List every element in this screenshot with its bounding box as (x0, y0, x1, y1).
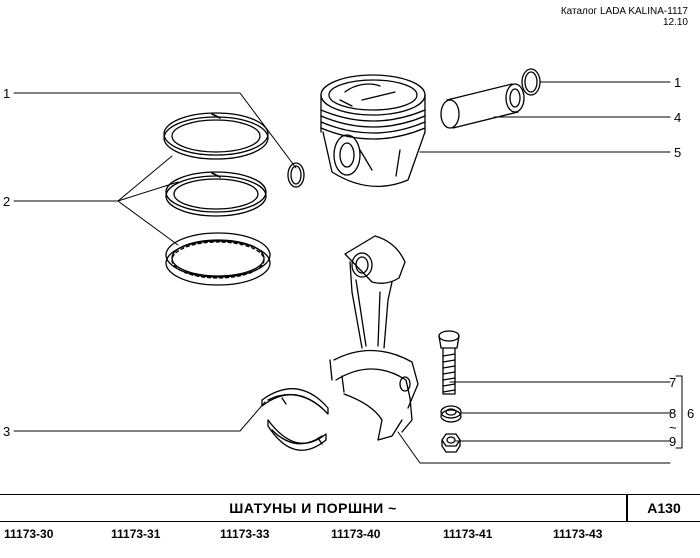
callout-1-right: 1 (674, 75, 681, 90)
title-bar: ШАТУНЫ И ПОРШНИ ~ А130 (0, 494, 700, 522)
piston-ring-top (163, 112, 269, 160)
model-code-row: 11173-30 11173-31 11173-33 11173-40 1117… (0, 527, 700, 547)
callout-8: 8 (669, 406, 676, 421)
callout-4: 4 (674, 110, 681, 125)
oil-control-ring (165, 232, 271, 286)
catalog-date: 12.10 (662, 17, 688, 28)
model-code: 11173-43 (553, 527, 603, 541)
piston-pin-snap-ring-right (521, 68, 541, 96)
exploded-view-drawing: 1 2 3 1 4 5 7 8 ~ 9 6 (3, 68, 694, 464)
model-code: 11173-31 (111, 527, 161, 541)
model-code: 11173-33 (220, 527, 270, 541)
piston-pin (440, 83, 525, 129)
callout-6: 6 (687, 406, 694, 421)
callout-9: 9 (669, 434, 676, 449)
model-code: 11173-40 (331, 527, 381, 541)
washer (440, 405, 462, 423)
section-title: ШАТУНЫ И ПОРШНИ ~ (229, 500, 397, 516)
connecting-rod-bolt (438, 330, 460, 395)
piston-pin-snap-ring-left (287, 162, 305, 188)
connecting-rod-bearing-shells (261, 388, 329, 451)
section-code: А130 (647, 500, 681, 516)
callout-tilde: ~ (669, 420, 677, 435)
callout-numbers: 1 2 3 1 4 5 7 8 ~ 9 6 (3, 75, 694, 449)
title-divider (626, 495, 628, 521)
callout-5: 5 (674, 145, 681, 160)
piston-ring-middle (165, 171, 267, 217)
leader-lines (13, 81, 683, 464)
callout-2: 2 (3, 194, 10, 209)
connecting-rod (329, 235, 419, 441)
model-code: 11173-41 (443, 527, 493, 541)
callout-3: 3 (3, 424, 10, 439)
callout-1-left: 1 (3, 86, 10, 101)
model-code: 11173-30 (4, 527, 54, 541)
connecting-rod-nut (441, 433, 461, 453)
piston (320, 74, 426, 188)
callout-7: 7 (669, 375, 676, 390)
catalog-title: Каталог LADA KALINA-1117 (560, 6, 688, 17)
